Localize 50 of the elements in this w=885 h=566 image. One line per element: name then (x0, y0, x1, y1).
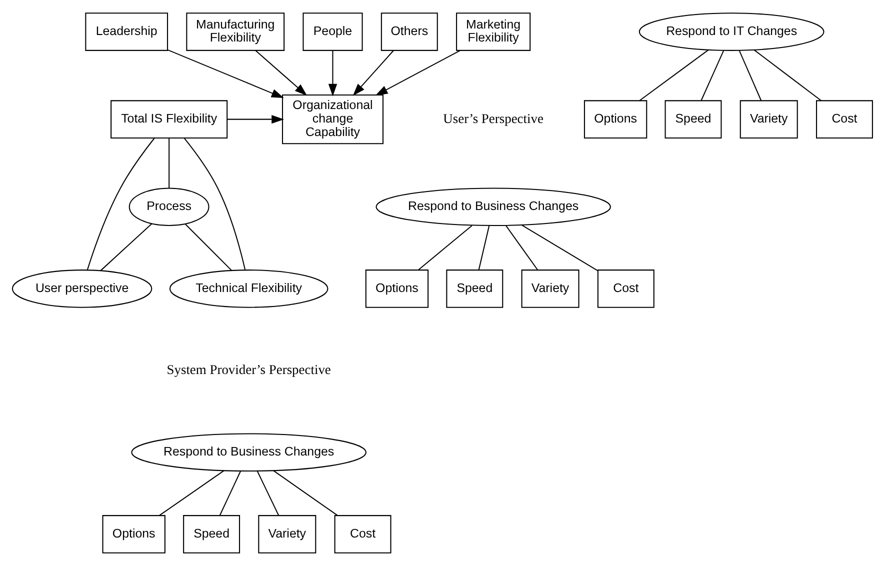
node-ellipse: Technical Flexibility (169, 270, 328, 308)
connector (506, 225, 538, 270)
node-box: Variety (258, 515, 316, 554)
connector (86, 138, 155, 270)
connector (754, 50, 822, 102)
node-box: Options (102, 515, 166, 554)
connector (639, 50, 709, 102)
node-ellipse: Respond to Business Changes (376, 188, 611, 226)
node-box: Marketing Flexibility (456, 12, 531, 51)
node-box: Total IS Flexibility (110, 100, 228, 138)
node-box: Others (380, 12, 438, 51)
node-box: Variety (521, 270, 580, 308)
connector (159, 470, 224, 516)
connector (219, 470, 242, 516)
connector (184, 138, 246, 270)
node-box: Speed (664, 100, 722, 138)
arrow (227, 114, 284, 124)
node-box: Leadership (85, 12, 168, 51)
connector (100, 223, 152, 271)
node-box: Options (584, 100, 648, 138)
connector (184, 224, 232, 271)
node-box: People (302, 12, 363, 51)
node-box: Speed (446, 270, 504, 308)
node-ellipse: Respond to Business Changes (131, 433, 366, 472)
arrow (255, 50, 308, 96)
node-ellipse: Respond to IT Changes (638, 12, 824, 51)
connector (273, 470, 338, 516)
node-box: Cost (334, 515, 392, 554)
arrow (375, 50, 460, 96)
arrow (168, 49, 284, 98)
node-box: Cost (816, 100, 873, 138)
node-ellipse: User perspective (12, 270, 152, 308)
arrow (352, 50, 394, 96)
connector (738, 50, 762, 101)
connector (522, 224, 598, 272)
label: System Provider’s Perspective (166, 362, 331, 378)
connector (478, 225, 490, 270)
connector (256, 470, 280, 516)
node-box: Speed (183, 515, 240, 554)
node-box: Organizational change Capability (282, 94, 384, 144)
node-box: Cost (597, 270, 654, 308)
connector (418, 225, 472, 270)
connector (700, 50, 724, 101)
connector (168, 138, 170, 188)
node-box: Options (365, 270, 429, 308)
node-ellipse: Process (128, 188, 210, 226)
node-box: Manufacturing Flexibility (186, 12, 285, 51)
arrow (328, 50, 338, 96)
label: User’s Perspective (443, 110, 544, 126)
node-box: Variety (740, 100, 798, 138)
